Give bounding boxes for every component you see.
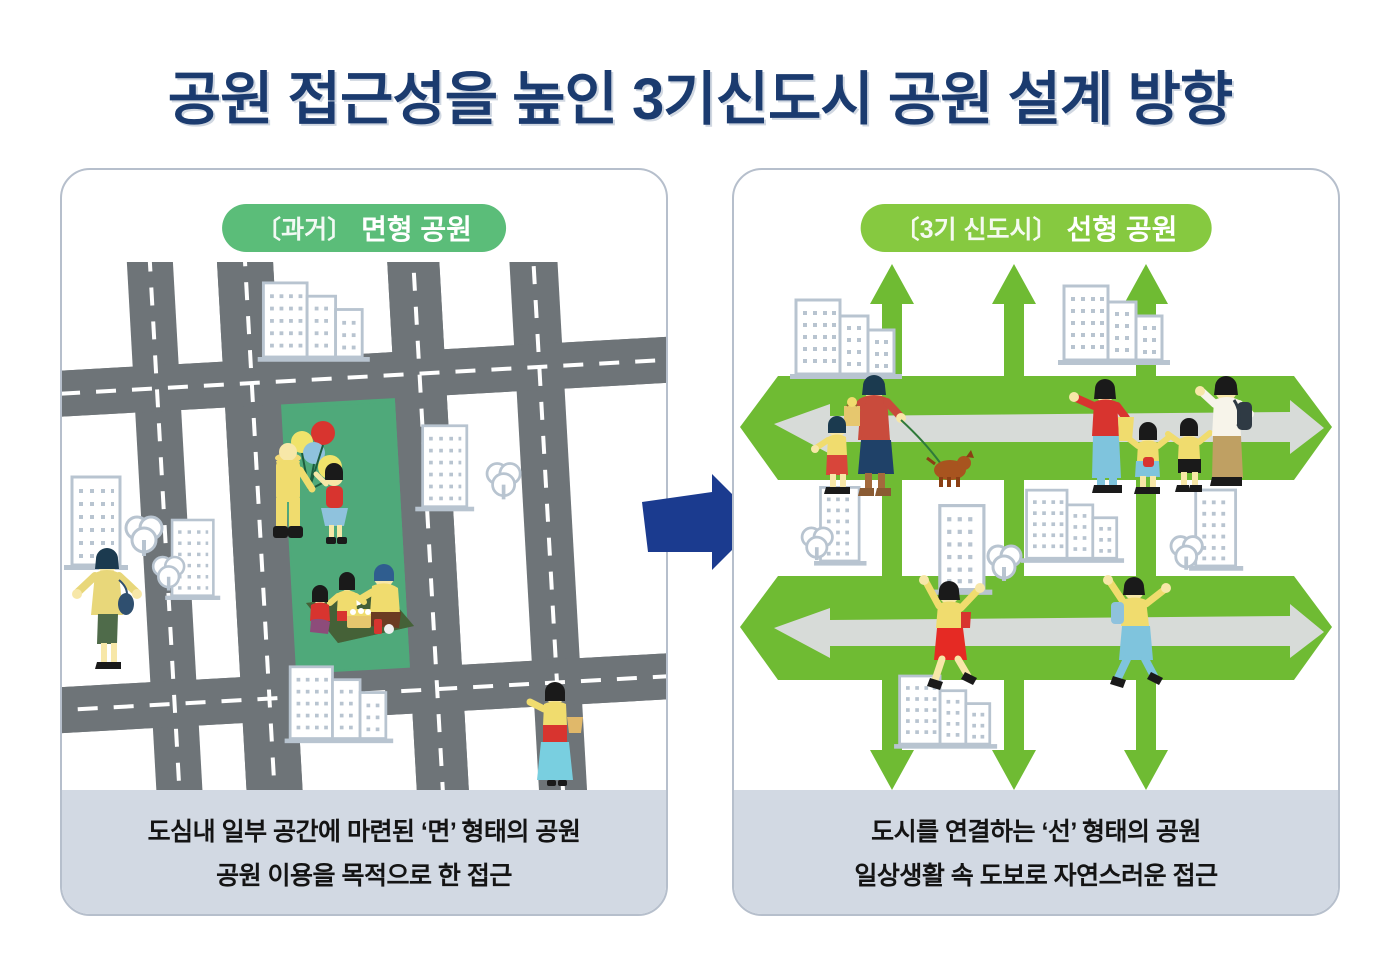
left-panel-badge: 〔과거〕 면형 공원 bbox=[222, 204, 506, 252]
figure-mom-red-jacket bbox=[1069, 379, 1134, 493]
right-caption: 도시를 연결하는 ‘선’ 형태의 공원 일상생활 속 도보로 자연스러운 접근 bbox=[734, 790, 1338, 914]
figure-child-skirt bbox=[1125, 422, 1171, 494]
right-illustration bbox=[734, 262, 1338, 792]
right-panel-badge: 〔3기 신도시〕 선형 공원 bbox=[860, 204, 1212, 252]
figure-jumping-girl bbox=[919, 575, 985, 690]
left-badge-main: 면형 공원 bbox=[361, 214, 472, 245]
right-arrow-icon bbox=[642, 474, 760, 570]
right-badge-prefix: 〔3기 신도시〕 bbox=[894, 216, 1058, 244]
right-badge-main: 선형 공원 bbox=[1066, 214, 1178, 245]
right-caption-line-2: 일상생활 속 도보로 자연스러운 접근 bbox=[854, 862, 1218, 890]
building-group-top bbox=[256, 281, 372, 364]
figure-child-left bbox=[811, 416, 850, 494]
left-badge-prefix: 〔과거〕 bbox=[256, 216, 353, 244]
figure-jumping-boy bbox=[1103, 575, 1171, 688]
figure-dad-backpack bbox=[1195, 376, 1254, 486]
figure-child-balloon bbox=[313, 463, 348, 544]
right-caption-line-1: 도시를 연결하는 ‘선’ 형태의 공원 bbox=[871, 818, 1201, 846]
figure-woman-basket bbox=[526, 682, 583, 786]
left-caption-line-1: 도심내 일부 공간에 마련된 ‘면’ 형태의 공원 bbox=[147, 818, 581, 846]
left-panel: 〔과거〕 면형 공원 bbox=[60, 168, 668, 916]
figure-woman-with-dog bbox=[844, 375, 974, 496]
figure-child-shorts bbox=[1165, 418, 1213, 492]
figure-woman-yellow-coat bbox=[72, 548, 142, 669]
left-illustration bbox=[62, 262, 666, 792]
right-panel: 〔3기 신도시〕 선형 공원 bbox=[732, 168, 1340, 916]
transition-arrow bbox=[636, 470, 766, 580]
figure-picnic-group bbox=[306, 564, 414, 643]
left-caption: 도심내 일부 공간에 마련된 ‘면’ 형태의 공원 공원 이용을 목적으로 한 … bbox=[62, 790, 666, 914]
page-title: 공원 접근성을 높인 3기신도시 공원 설계 방향 bbox=[167, 67, 1233, 132]
left-caption-line-2: 공원 이용을 목적으로 한 접근 bbox=[216, 862, 512, 890]
